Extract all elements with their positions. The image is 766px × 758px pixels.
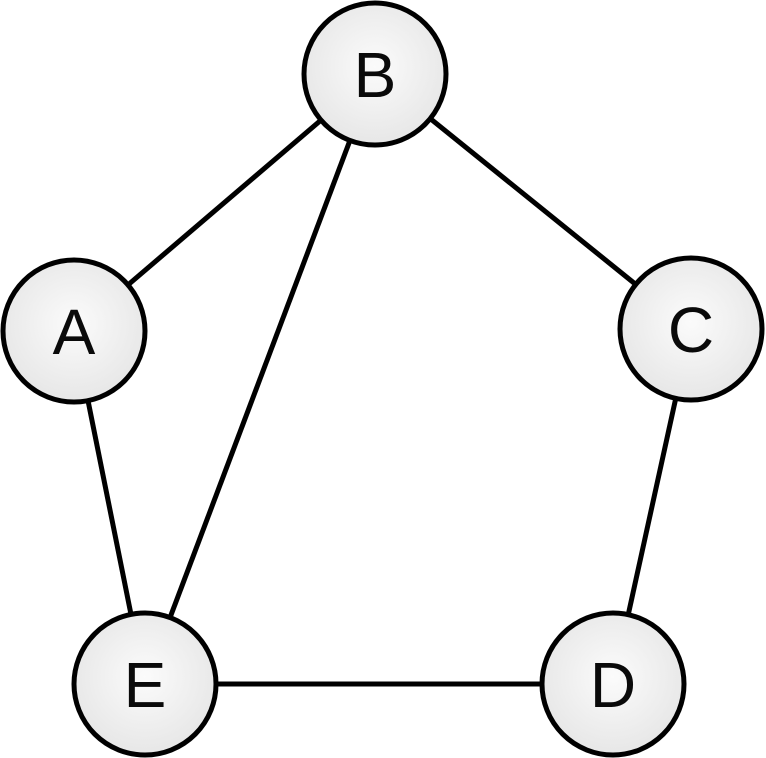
node-D: D <box>539 610 687 758</box>
node-circle-B <box>301 0 449 148</box>
edges-layer <box>71 72 694 687</box>
node-A: A <box>0 257 148 405</box>
node-label-D: D <box>590 649 636 721</box>
node-label-A: A <box>53 296 96 368</box>
edge-B-E <box>142 73 378 685</box>
node-label-E: E <box>124 649 167 721</box>
node-label-C: C <box>668 294 714 366</box>
node-C: C <box>617 255 765 403</box>
node-B: B <box>301 0 449 148</box>
node-E: E <box>71 610 219 758</box>
node-circle-E <box>71 610 219 758</box>
node-circle-C <box>617 255 765 403</box>
node-label-B: B <box>354 39 397 111</box>
node-circle-D <box>539 610 687 758</box>
node-circle-A <box>0 257 148 405</box>
